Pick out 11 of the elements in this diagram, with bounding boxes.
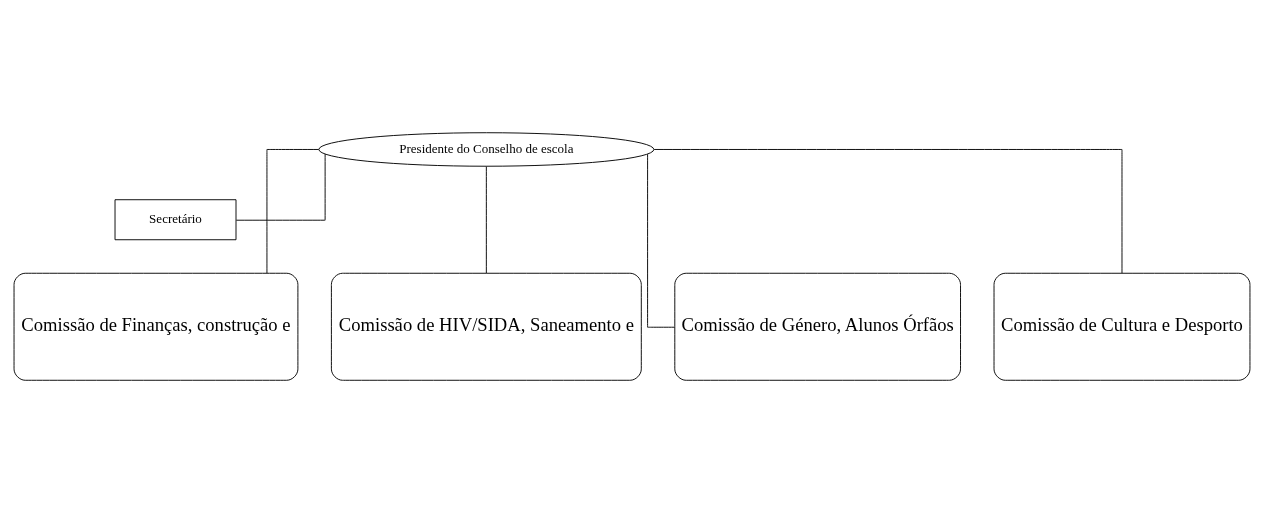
connector — [235, 153, 326, 221]
node-box: Comissão de Finanças, construção e — [13, 272, 299, 381]
connector — [647, 153, 675, 328]
connector — [485, 165, 487, 274]
node-ellipse: Presidente do Conselho de escola — [318, 131, 655, 167]
node-box: Secretário — [114, 198, 237, 240]
node-box: Comissão de Género, Alunos Órfãos — [674, 272, 961, 381]
node-box: Comissão de HIV/SIDA, Saneamento e — [330, 272, 642, 381]
connector — [653, 148, 1123, 274]
connector — [266, 148, 320, 274]
node-box: Comissão de Cultura e Desporto — [993, 272, 1251, 381]
